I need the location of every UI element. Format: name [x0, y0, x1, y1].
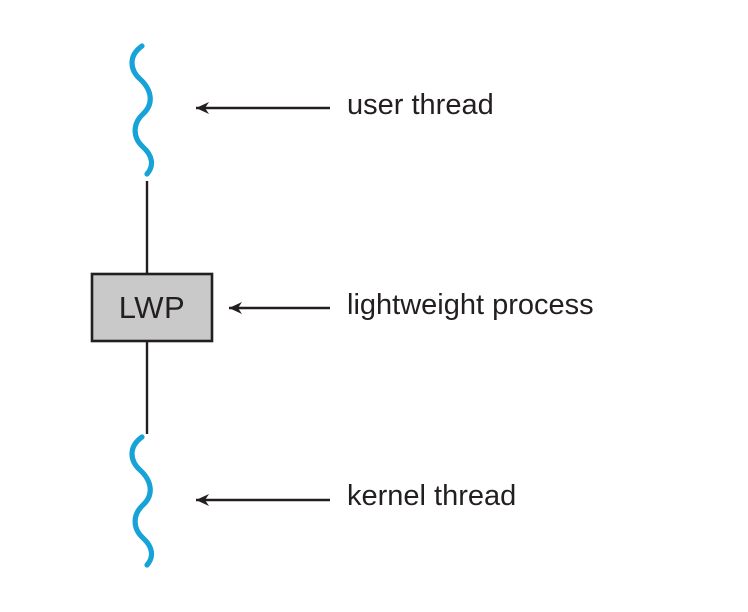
label-user-thread: user thread: [347, 89, 494, 121]
kernel-thread-squiggle: [129, 434, 155, 568]
label-kernel-thread: kernel thread: [347, 480, 517, 512]
lwp-box-label: LWP: [118, 289, 186, 325]
lwp-box: [90, 272, 214, 343]
label-lightweight-process: lightweight process: [347, 289, 594, 321]
user-thread-squiggle: [129, 43, 155, 177]
